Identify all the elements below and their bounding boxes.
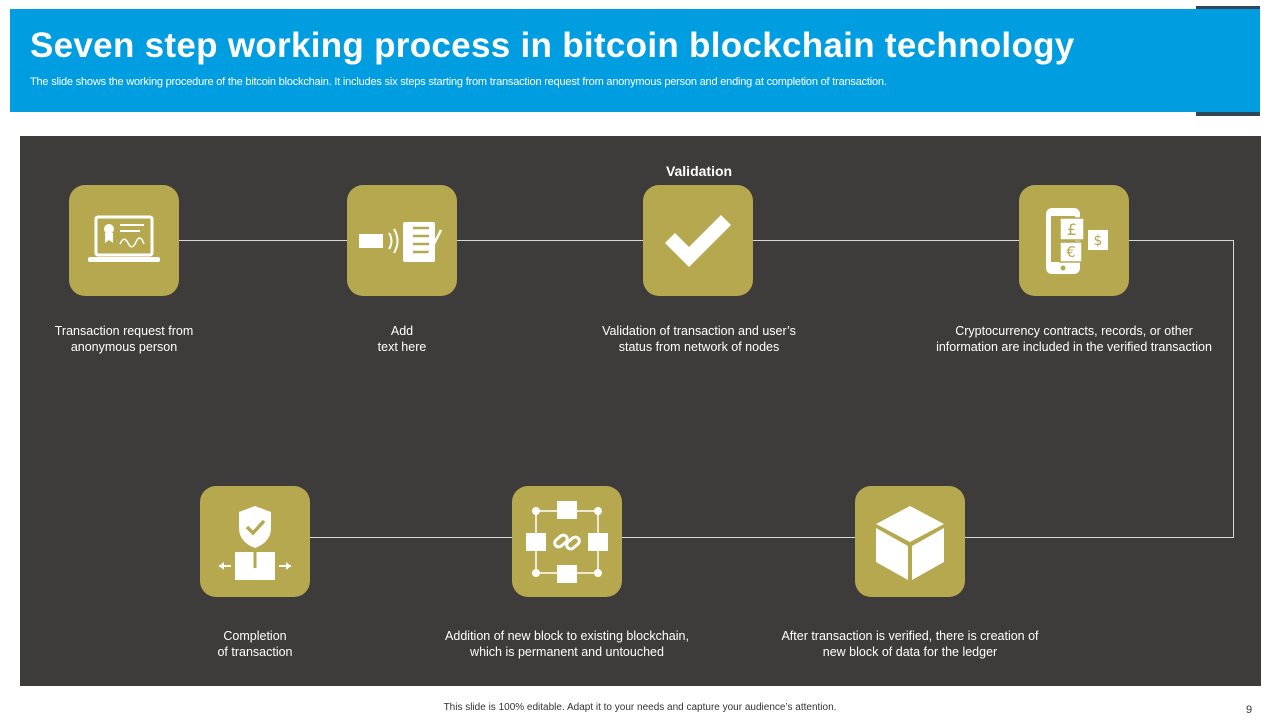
- page-title: Seven step working process in bitcoin bl…: [30, 26, 1075, 65]
- validation-heading: Validation: [665, 163, 733, 179]
- step-2-label: Add text here: [377, 324, 427, 354]
- step-3-label: Validation of transaction and user’s sta…: [602, 324, 796, 354]
- header-accent-bar: [1196, 112, 1260, 116]
- svg-text:£: £: [1067, 220, 1077, 239]
- mobile-currency-icon: £ € $: [1046, 207, 1108, 274]
- blockchain-network-icon: [526, 500, 608, 583]
- step-4-label: Cryptocurrency contracts, records, or ot…: [936, 324, 1212, 354]
- step-7-label: Completion of transaction: [217, 629, 293, 659]
- step-1-tile: [69, 185, 179, 296]
- laptop-certificate-icon: [88, 215, 160, 262]
- page-number: 9: [1246, 704, 1253, 716]
- shield-box-icon: [219, 505, 291, 580]
- card-payment-icon: [359, 221, 443, 262]
- step-7-tile: [200, 486, 310, 597]
- page-subtitle: The slide shows the working procedure of…: [30, 76, 887, 88]
- step-4-tile: £ € $: [1019, 185, 1129, 296]
- step-6-tile: [512, 486, 622, 597]
- title-banner: [10, 9, 1260, 112]
- connector-right: [1233, 240, 1234, 538]
- step-5-tile: [855, 486, 965, 597]
- connector-bottom: [309, 537, 1234, 538]
- footer-note: This slide is 100% editable. Adapt it to…: [443, 702, 837, 713]
- svg-text:$: $: [1094, 233, 1103, 249]
- step-6-label: Addition of new block to existing blockc…: [445, 629, 689, 659]
- step-2-tile: [347, 185, 457, 296]
- svg-text:€: €: [1066, 243, 1076, 261]
- step-1-label: Transaction request from anonymous perso…: [54, 324, 194, 354]
- checkmark-icon: [665, 214, 731, 267]
- step-5-label: After transaction is verified, there is …: [781, 629, 1039, 659]
- step-3-tile: [643, 185, 753, 296]
- cube-icon: [876, 505, 944, 580]
